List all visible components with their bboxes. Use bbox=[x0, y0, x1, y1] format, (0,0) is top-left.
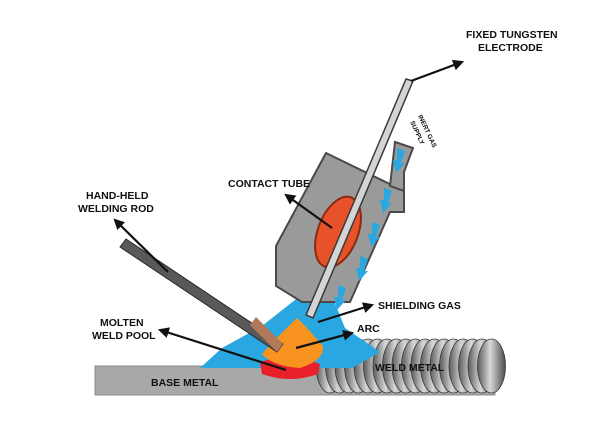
gas-flow-arrow bbox=[356, 256, 368, 281]
contact-tube-leader bbox=[284, 193, 333, 229]
welding-rod-hot-tip bbox=[250, 317, 283, 352]
weld-bead-ripple bbox=[477, 338, 506, 394]
weld-metal-label: WELD METAL bbox=[375, 362, 445, 374]
weld-pool-label-line1: MOLTEN bbox=[100, 317, 144, 329]
arc-leader bbox=[295, 329, 355, 350]
tungsten-electrode bbox=[305, 78, 415, 319]
gas-flow-arrow bbox=[334, 285, 346, 310]
shielding-gas-label: SHIELDING GAS bbox=[378, 300, 461, 312]
contact-tube-label: CONTACT TUBE bbox=[228, 178, 310, 190]
arc-label: ARC bbox=[357, 323, 380, 335]
rod-leader bbox=[113, 218, 169, 273]
shielding-gas-leader bbox=[317, 302, 375, 324]
weld-pool-label-line2: WELD POOL bbox=[92, 330, 156, 342]
electrode-label-line1: FIXED TUNGSTEN bbox=[466, 29, 558, 41]
electrode-label-line2: ELECTRODE bbox=[478, 42, 543, 54]
weld-pool-leader bbox=[157, 327, 287, 372]
rod-label-line2: WELDING ROD bbox=[78, 203, 154, 215]
electrode-leader bbox=[410, 59, 465, 83]
gas-flow-arrow bbox=[393, 148, 405, 173]
base-metal-label: BASE METAL bbox=[151, 377, 219, 389]
gas-flow-arrow bbox=[368, 222, 380, 247]
gas-flow-arrows bbox=[334, 148, 405, 310]
rod-label-line1: HAND-HELD bbox=[86, 190, 149, 202]
gas-flow-arrow bbox=[380, 188, 392, 213]
arc-glow bbox=[262, 318, 324, 368]
